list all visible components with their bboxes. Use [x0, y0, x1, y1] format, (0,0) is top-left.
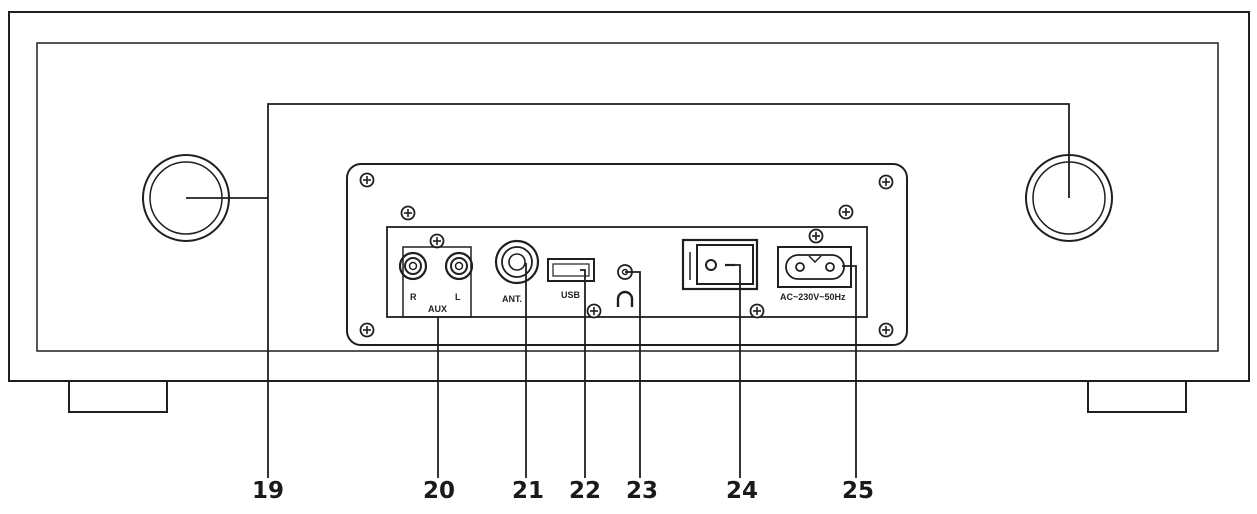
leader-lines: [186, 103, 1070, 478]
antenna-label: ANT.: [502, 294, 522, 304]
screw-icon: [359, 322, 375, 338]
foot-left: [68, 380, 168, 413]
screw-icon: [586, 303, 602, 319]
screw-icon: [878, 174, 894, 190]
screw-icon: [808, 228, 824, 244]
screw-icon: [878, 322, 894, 338]
callout-24: 24: [726, 478, 758, 504]
screw-icon: [429, 233, 445, 249]
power-socket: AC~230V~50Hz: [777, 246, 852, 302]
callout-19: 19: [252, 478, 284, 504]
cabinet: [8, 11, 1250, 382]
power-label: AC~230V~50Hz: [780, 292, 846, 302]
connector-panel: [346, 163, 908, 346]
power-switch-icon: [705, 259, 717, 271]
callout-23: 23: [626, 478, 658, 504]
aux-jacks: R L AUX: [398, 246, 474, 318]
callout-21: 21: [512, 478, 544, 504]
callout-22: 22: [569, 478, 601, 504]
screw-icon: [359, 172, 375, 188]
aux-r-label: R: [410, 292, 417, 302]
usb-label: USB: [561, 290, 581, 300]
power-socket-icon: [785, 254, 845, 280]
screw-icon: [838, 204, 854, 220]
usb-port: USB: [547, 258, 595, 300]
callout-numbers: 19 20 21 22 23 24 25: [252, 478, 874, 504]
connector-inset: [386, 226, 868, 318]
aux-label: AUX: [428, 304, 447, 314]
screw-icon: [400, 205, 416, 221]
callout-25: 25: [842, 478, 874, 504]
antenna-connector: ANT.: [494, 239, 540, 304]
foot-right: [1087, 380, 1187, 413]
aux-l-label: L: [455, 292, 461, 302]
screw-icon: [749, 303, 765, 319]
power-switch: [681, 238, 759, 291]
callout-20: 20: [423, 478, 455, 504]
headphone-icon: [616, 290, 634, 307]
